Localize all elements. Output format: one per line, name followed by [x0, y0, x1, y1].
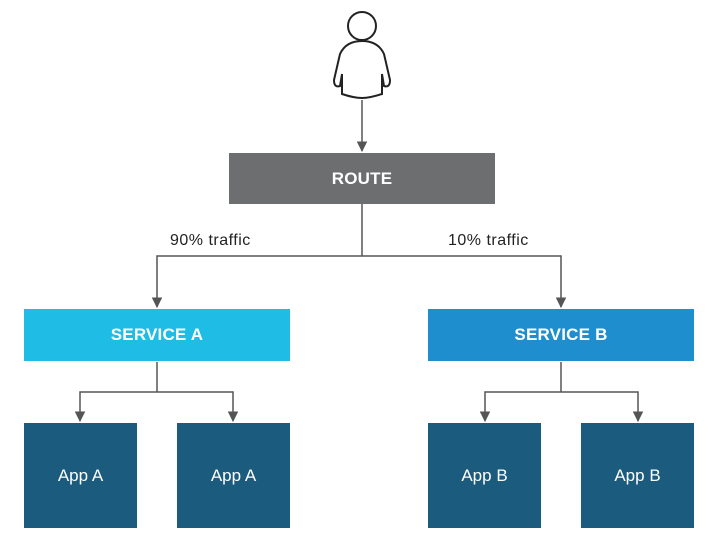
app-label: App A — [57, 465, 104, 485]
route-box: ROUTE — [229, 153, 495, 204]
service-b-to-app-2-connector — [561, 391, 644, 423]
route-to-service-a-connector — [151, 255, 362, 309]
service-a-to-app-2-connector — [157, 391, 239, 423]
app-box-b-1: App B — [428, 423, 541, 528]
route-label: ROUTE — [331, 168, 393, 188]
traffic-label-right: 10% traffic — [448, 232, 529, 249]
route-to-service-b-connector — [362, 255, 567, 309]
service-a-box: SERVICE A — [24, 309, 290, 361]
app-box-a-2: App A — [177, 423, 290, 528]
app-box-b-2: App B — [581, 423, 694, 528]
user-icon — [332, 11, 392, 100]
service-b-label: SERVICE B — [514, 325, 608, 344]
traffic-label-left: 90% traffic — [170, 232, 251, 249]
service-b-to-app-1-connector — [479, 391, 561, 423]
app-label: App B — [461, 465, 508, 485]
app-label: App A — [210, 465, 257, 485]
app-label: App B — [614, 465, 661, 485]
service-a-label: SERVICE A — [110, 325, 204, 344]
service-b-box: SERVICE B — [428, 309, 694, 361]
service-a-to-app-1-connector — [74, 391, 157, 423]
app-box-a-1: App A — [24, 423, 137, 528]
